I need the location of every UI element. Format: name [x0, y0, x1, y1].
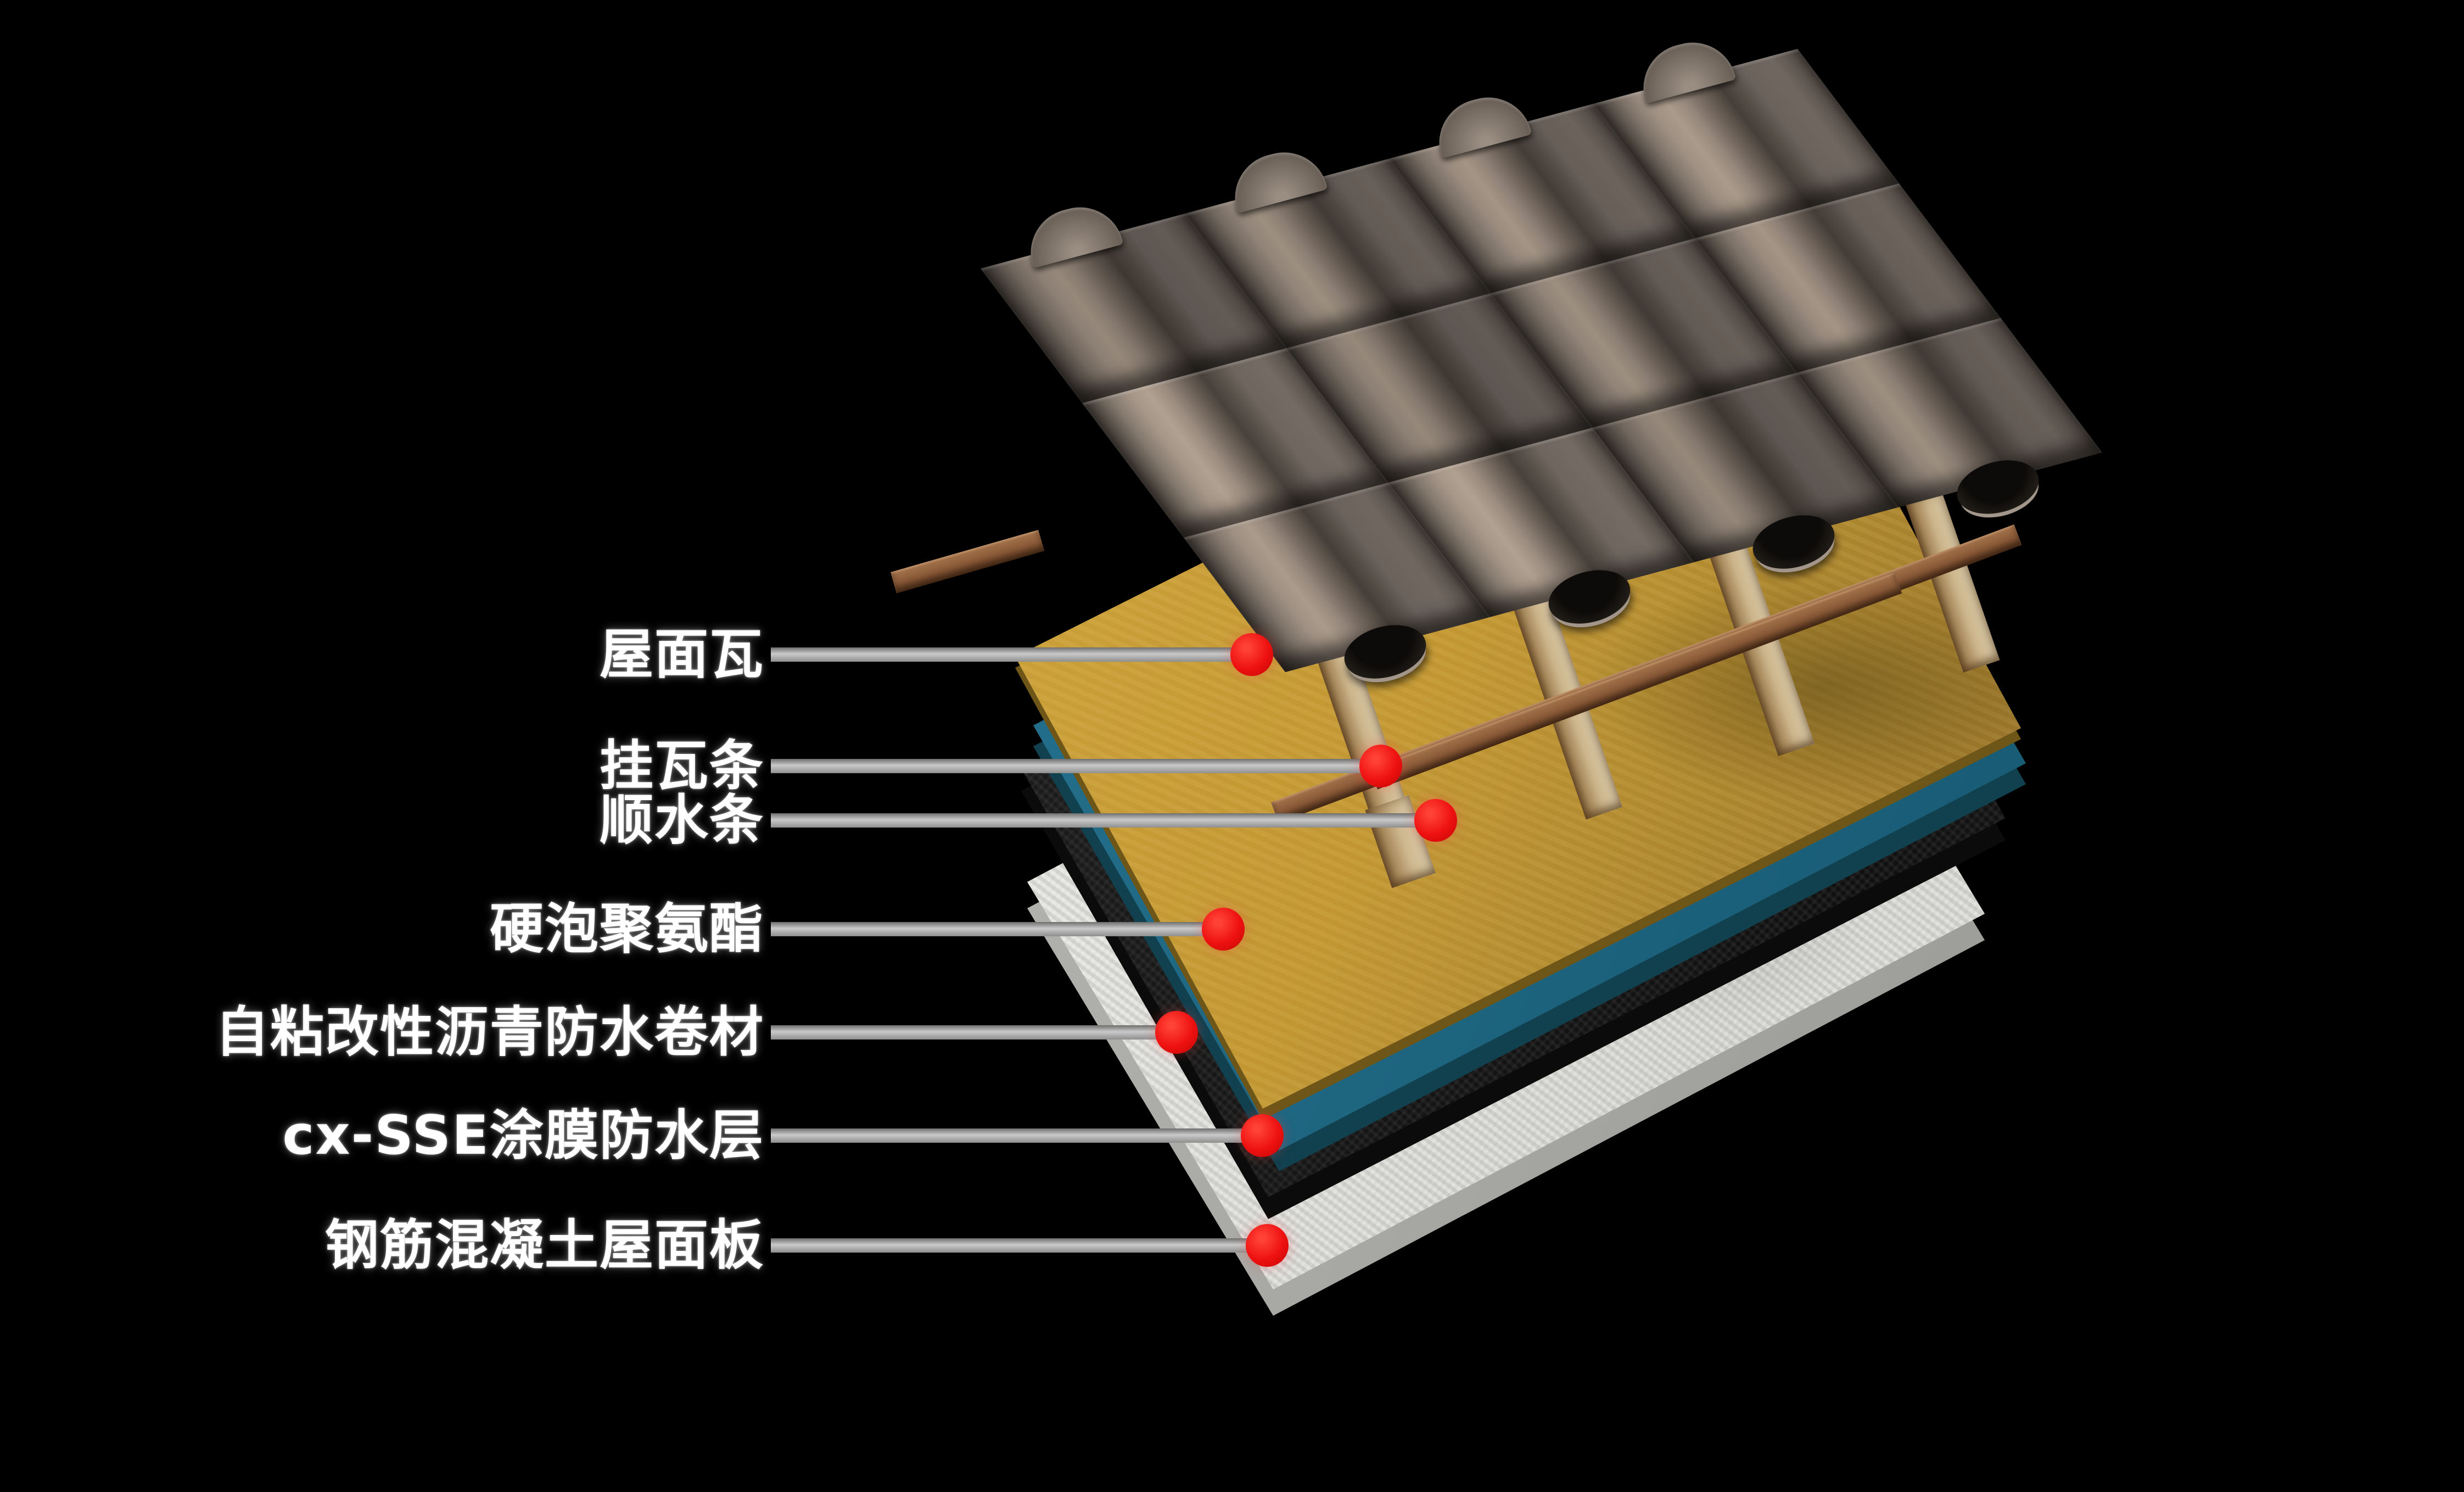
leader-line-self-adhesive-modified-bitumen-membrane	[771, 1025, 1177, 1040]
leader-line-reinforced-concrete-roof-slab	[771, 1238, 1267, 1253]
label-self-adhesive-modified-bitumen-membrane: 自粘改性沥青防水卷材	[215, 1001, 764, 1064]
leader-line-roof-tile	[771, 647, 1252, 662]
marker-dot-counter-batten	[1414, 799, 1457, 842]
marker-dot-self-adhesive-modified-bitumen-membrane	[1155, 1011, 1198, 1054]
label-reinforced-concrete-roof-slab: 钢筋混凝土屋面板	[324, 1214, 764, 1277]
label-tile-hanging-batten: 挂瓦条	[599, 735, 764, 797]
leader-line-rigid-foam-polyurethane	[771, 922, 1223, 936]
leader-line-tile-hanging-batten	[771, 759, 1381, 773]
label-rigid-foam-polyurethane: 硬泡聚氨酯	[489, 898, 764, 960]
leader-line-counter-batten	[771, 813, 1436, 828]
marker-dot-cx-sse-coating-waterproof-layer	[1241, 1114, 1284, 1157]
label-counter-batten: 顺水条	[599, 789, 764, 852]
hang-batten-stub	[891, 529, 1045, 594]
marker-dot-roof-tile	[1230, 633, 1273, 676]
label-cx-sse-coating-waterproof-layer: cx-SSE涂膜防水层	[282, 1104, 764, 1167]
marker-dot-reinforced-concrete-roof-slab	[1246, 1224, 1289, 1267]
marker-dot-tile-hanging-batten	[1359, 745, 1402, 787]
marker-dot-rigid-foam-polyurethane	[1202, 908, 1245, 951]
label-roof-tile: 屋面瓦	[599, 623, 764, 686]
leader-line-cx-sse-coating-waterproof-layer	[771, 1128, 1262, 1143]
